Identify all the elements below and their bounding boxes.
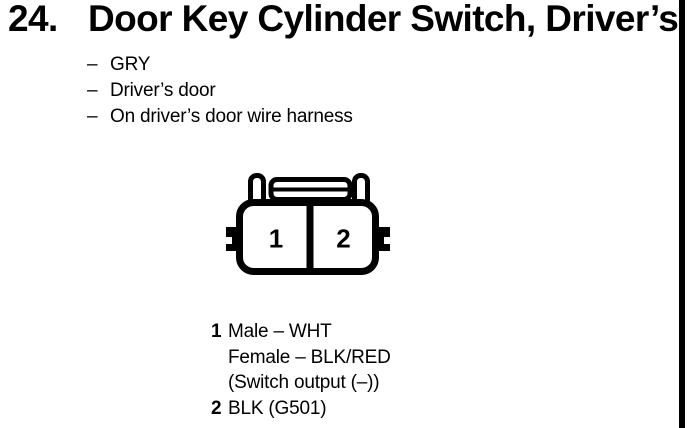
pin-row-1: 1 Male – WHT Female – BLK/RED (Switch ou… (211, 319, 391, 396)
page-title: Door Key Cylinder Switch, Driver’s (88, 0, 679, 39)
detail-item: – On driver’s door wire harness (87, 104, 353, 130)
pin-desc-line: Male – WHT (228, 321, 332, 342)
pin-desc-line: (Switch output (–)) (228, 372, 380, 393)
connector-tab-left-notch (226, 237, 232, 244)
cavity-label-1: 1 (269, 224, 283, 254)
bullet-dash: – (87, 106, 98, 127)
pin-number: 1 (211, 321, 222, 342)
bullet-dash: – (87, 54, 98, 75)
detail-item: – Driver’s door (87, 78, 353, 104)
connector-tab-right (376, 227, 390, 251)
pin-list: 1 Male – WHT Female – BLK/RED (Switch ou… (211, 319, 391, 421)
section-header: 24. Door Key Cylinder Switch, Driver’s (8, 0, 679, 41)
cavity-label-2: 2 (336, 224, 350, 254)
pin-number: 2 (211, 397, 222, 419)
pin-description: Male – WHT Female – BLK/RED (Switch outp… (228, 319, 391, 396)
pin-desc-line: BLK (G501) (228, 397, 327, 419)
connector-tab-right-notch (384, 237, 390, 244)
detail-text-location: Driver’s door (110, 80, 216, 101)
pin-row-2: 2 BLK (G501) (211, 396, 391, 422)
detail-text-harness: On driver’s door wire harness (110, 106, 353, 127)
pin-description: BLK (G501) (228, 396, 327, 422)
detail-text-color: GRY (110, 54, 151, 75)
component-details: – GRY – Driver’s door – On driver’s door… (87, 52, 353, 130)
page-right-border (679, 0, 685, 428)
pin-desc-line: Female – BLK/RED (228, 346, 391, 368)
bullet-dash: – (87, 80, 98, 101)
connector-diagram: 1 2 (213, 170, 403, 285)
detail-item: – GRY (87, 52, 353, 78)
section-number: 24. (8, 0, 58, 39)
